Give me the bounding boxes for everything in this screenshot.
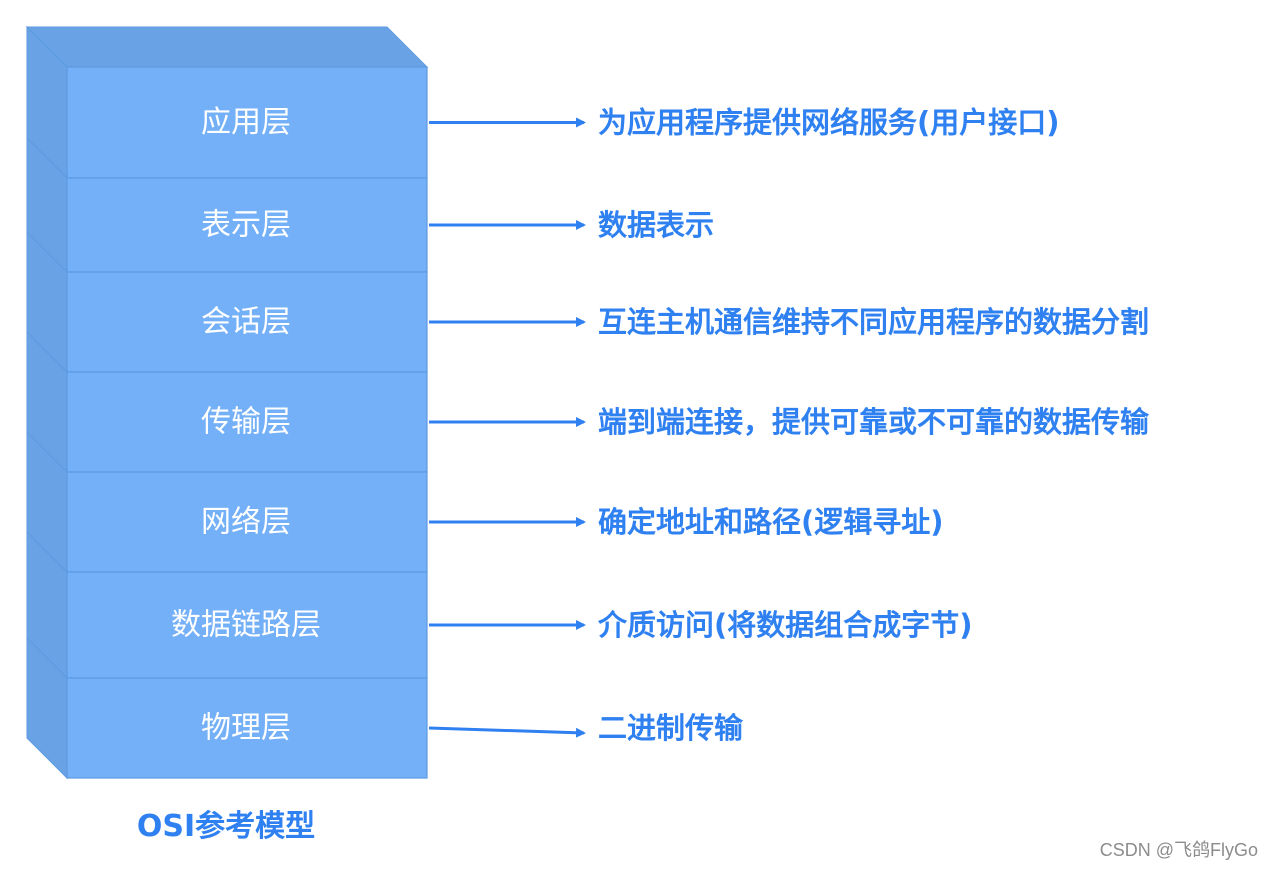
layer-box-network <box>66 471 428 573</box>
layer-label-application: 应用层 <box>201 105 291 140</box>
arrows-group <box>428 117 586 738</box>
diagram-caption: OSI参考模型 <box>137 809 315 844</box>
stack-side-face <box>26 25 68 780</box>
layer-box-transport <box>66 371 428 473</box>
description-presentation: 数据表示 <box>598 208 714 242</box>
layer-label-data-link: 数据链路层 <box>171 608 321 643</box>
arrow-physical <box>428 726 586 738</box>
layer-box-presentation <box>66 177 428 273</box>
layer-box-physical <box>66 677 428 779</box>
description-transport: 端到端连接，提供可靠或不可靠的数据传输 <box>598 405 1150 439</box>
description-session: 互连主机通信维持不同应用程序的数据分割 <box>598 305 1149 339</box>
side-divider <box>26 531 68 573</box>
layer-label-physical: 物理层 <box>201 711 291 746</box>
description-network: 确定地址和路径(逻辑寻址) <box>598 505 944 539</box>
layer-label-session: 会话层 <box>201 305 291 340</box>
descriptions-group: 为应用程序提供网络服务(用户接口) 数据表示互连主机通信维持不同应用程序的数据分割… <box>597 106 1150 746</box>
side-divider <box>26 637 68 679</box>
side-divider <box>26 331 68 373</box>
side-divider <box>26 231 68 273</box>
description-data-link: 介质访问(将数据组合成字节) <box>597 608 973 642</box>
layer-label-presentation: 表示层 <box>201 208 291 243</box>
layer-label-network: 网络层 <box>201 505 291 540</box>
watermark: CSDN @飞鸽FlyGo <box>1099 840 1258 860</box>
side-divider <box>26 137 68 179</box>
description-physical: 二进制传输 <box>598 711 744 745</box>
description-application: 为应用程序提供网络服务(用户接口) <box>598 106 1060 140</box>
layer-box-session <box>66 271 428 373</box>
layer-box-data-link <box>66 571 428 679</box>
side-divider <box>26 26 68 68</box>
stack-top-face <box>25 26 429 68</box>
side-divider <box>26 431 68 473</box>
layer-label-transport: 传输层 <box>201 405 291 440</box>
